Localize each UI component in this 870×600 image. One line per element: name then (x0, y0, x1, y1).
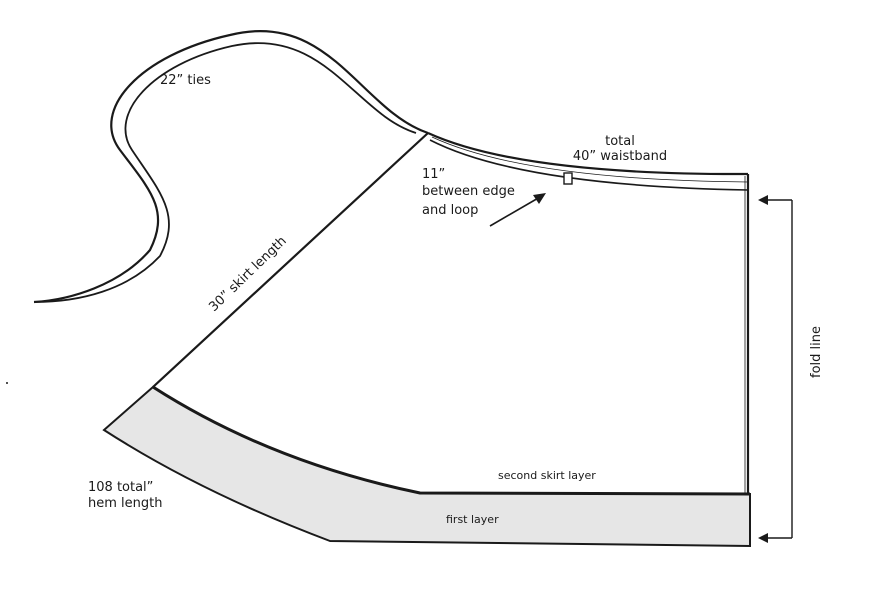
hem-label-line1: 108 total” (88, 480, 153, 495)
loop-label-line2: between edge (422, 184, 515, 199)
first-layer-band (102, 385, 751, 548)
tie-outer (33, 29, 429, 304)
tie-inner (33, 42, 417, 303)
hem-label-line2: hem length (88, 496, 162, 511)
loop-label-line1: 11” (422, 167, 445, 182)
fold-arrow-top-head (758, 195, 768, 205)
speck (6, 382, 8, 384)
loop-arrow-shaft (489, 196, 541, 227)
waistband-outer-curve (427, 131, 749, 176)
loop-label-line3: and loop (422, 203, 478, 218)
waistband-label-line1: total (605, 134, 635, 149)
layer-boundary-line (152, 385, 751, 496)
skirt-length-label: 30” skirt length (206, 234, 289, 315)
first-layer-label: first layer (446, 513, 499, 526)
waistband-mid-curve (431, 136, 749, 183)
second-layer-label: second skirt layer (498, 469, 596, 482)
skirt-length-edge (152, 132, 429, 388)
ties-label: 22” ties (160, 73, 211, 88)
waistband-inner-curve (429, 139, 749, 191)
loop-marker (563, 172, 573, 185)
fold-line-label: fold line (809, 326, 824, 378)
loop-arrow-head (533, 193, 546, 204)
fold-arrow-bottom-head (758, 533, 768, 543)
waistband-label-line2: 40” waistband (573, 149, 667, 164)
